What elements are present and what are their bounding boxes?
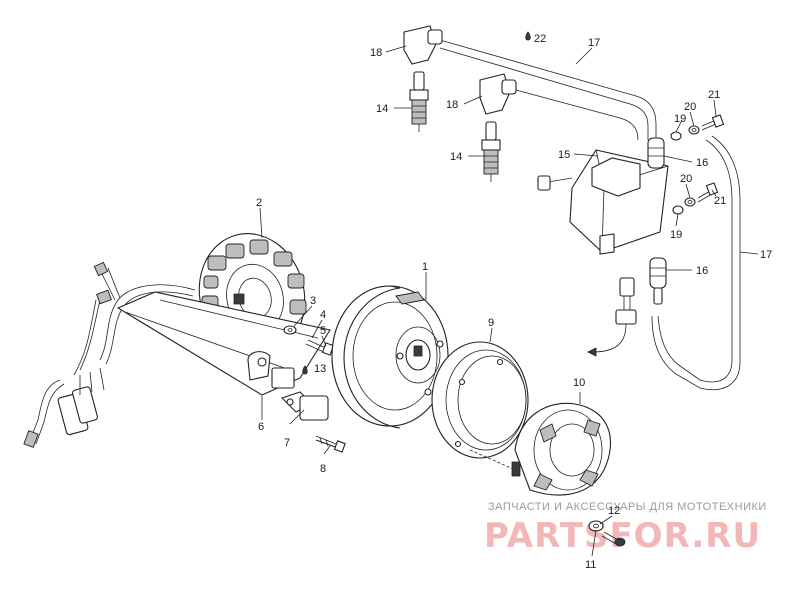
- flywheel-rotor: [331, 285, 449, 429]
- callout-labels: 1 2 3 4 5 6 7 8 9 10 11 12 13 14 14 15 1…: [256, 33, 772, 571]
- fan-washer: [588, 520, 604, 532]
- callout-6: 6: [258, 421, 264, 433]
- ht-lead-lower: [651, 135, 741, 391]
- stator-bolt: [305, 339, 335, 356]
- coil-bolt-21-upper: [701, 114, 725, 131]
- callout-14-lower: 14: [450, 151, 462, 163]
- callout-17-upper: 17: [588, 37, 600, 49]
- watermark-brand: PARTSFOR.RU: [484, 516, 761, 556]
- pickup-bolt: [315, 435, 346, 453]
- ht-lead-upper: [439, 39, 657, 141]
- callout-21-upper: 21: [708, 89, 720, 101]
- callout-10: 10: [573, 377, 585, 389]
- threadlock-drop-22: [525, 31, 531, 41]
- callout-1: 1: [422, 261, 428, 273]
- callout-8: 8: [320, 463, 326, 475]
- coil-washer-20-lower: [684, 197, 696, 207]
- callout-18-upper: 18: [370, 47, 382, 59]
- threadlock-drop-13: [302, 365, 308, 375]
- coil-boot-upper: [647, 137, 665, 169]
- callout-14-upper: 14: [376, 103, 388, 115]
- watermark: ЗАПЧАСТИ И АКСЕССУАРЫ ДЛЯ МОТОТЕХНИКИ PA…: [484, 501, 767, 556]
- leader-lines: [259, 45, 759, 557]
- coil-washer-19-upper: [670, 131, 682, 141]
- callout-16-upper: 16: [696, 157, 708, 169]
- stator-base-plate: [116, 291, 331, 396]
- coil-boot-lower: [649, 257, 667, 305]
- watermark-tagline: ЗАПЧАСТИ И АКСЕССУАРЫ ДЛЯ МОТОТЕХНИКИ: [488, 501, 767, 513]
- coil-connector: [587, 277, 637, 357]
- callout-12: 12: [608, 505, 620, 517]
- spark-plug-cap-lower: [479, 73, 517, 115]
- spark-plug-cap-upper: [403, 25, 443, 65]
- callout-16-lower: 16: [696, 265, 708, 277]
- pickup-coil: [280, 391, 329, 421]
- callout-20-upper: 20: [684, 101, 696, 113]
- callout-2: 2: [256, 197, 262, 209]
- callout-17-lower: 17: [760, 249, 772, 261]
- coil-washer-20-upper: [688, 125, 700, 135]
- callout-20-lower: 20: [680, 173, 692, 185]
- callout-21-lower: 21: [714, 195, 726, 207]
- rotor-cover: [431, 341, 529, 473]
- callout-15: 15: [558, 149, 570, 161]
- callout-19-upper: 19: [674, 113, 686, 125]
- callout-11: 11: [585, 559, 596, 571]
- cooling-fan: [511, 402, 612, 496]
- coil-bolt-21-lower: [697, 182, 719, 203]
- callout-22: 22: [534, 33, 546, 45]
- callout-3: 3: [310, 295, 316, 307]
- callout-7: 7: [284, 437, 290, 449]
- callout-5: 5: [320, 325, 326, 337]
- fan-screw: [601, 531, 626, 547]
- spark-plug-upper: [409, 71, 429, 132]
- callout-4: 4: [320, 309, 326, 321]
- coil-washer-19-lower: [672, 205, 684, 215]
- ignition-coil: [537, 149, 669, 255]
- callout-13: 13: [314, 363, 326, 375]
- callout-9: 9: [488, 317, 494, 329]
- wiring-harness: [23, 261, 196, 448]
- spark-plug-lower: [481, 121, 501, 182]
- callout-18-lower: 18: [446, 99, 458, 111]
- callout-19-lower: 19: [670, 229, 682, 241]
- stator-washer: [283, 325, 297, 335]
